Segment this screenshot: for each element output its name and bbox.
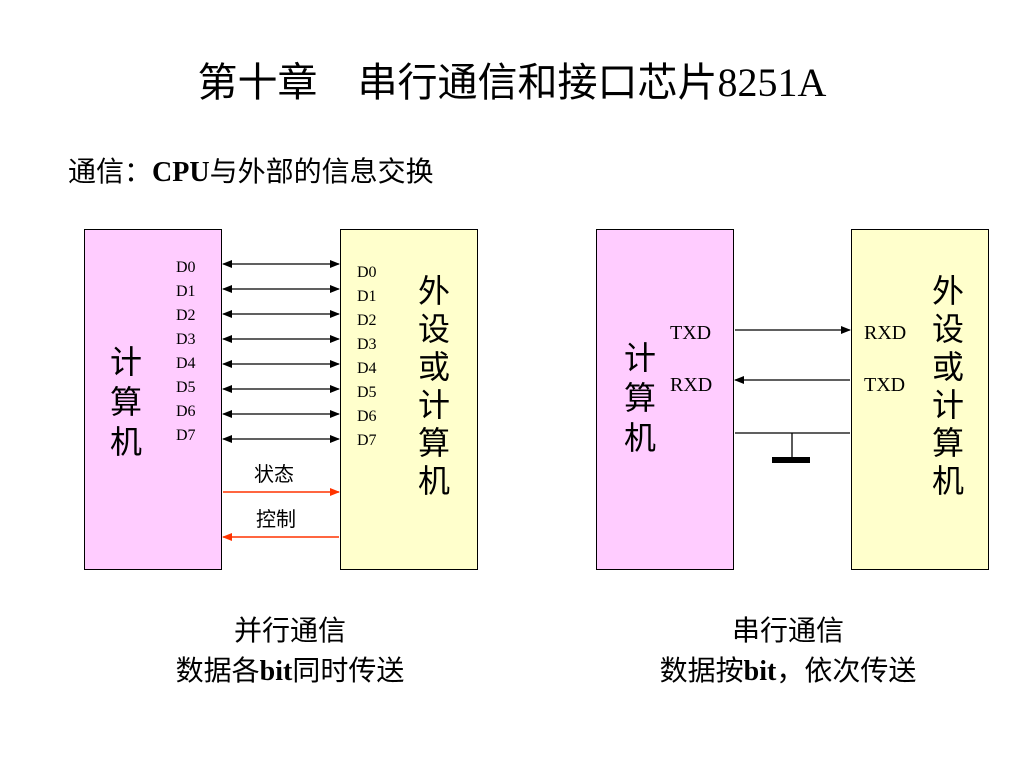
char: 设 — [931, 311, 964, 347]
char: 外 — [417, 273, 450, 309]
char: 算 — [109, 384, 142, 420]
char: 机 — [109, 424, 142, 460]
pin-label: D4 — [176, 355, 196, 372]
char: 机 — [623, 420, 656, 456]
pin-label: D1 — [176, 283, 196, 300]
pin-label: D2 — [176, 307, 196, 324]
char: 设 — [417, 311, 450, 347]
serial-left-rxd: RXD — [670, 374, 713, 396]
char: 算 — [417, 425, 450, 461]
char: 外 — [931, 273, 964, 309]
parallel-right-pins: D0 D1 D2 D3 D4 D5 D6 D7 — [357, 261, 377, 453]
pin-label: D3 — [357, 336, 377, 353]
pin-label: D0 — [357, 264, 377, 281]
serial-computer-box — [596, 229, 734, 570]
serial-right-rxd: RXD — [864, 322, 907, 344]
pin-label: D0 — [176, 259, 196, 276]
pin-label: D4 — [357, 360, 377, 377]
char: 或 — [417, 349, 450, 385]
subtitle-suffix: 与外部的信息交换 — [209, 157, 434, 188]
pin-label: D5 — [176, 379, 196, 396]
serial-right-txd: TXD — [864, 374, 906, 396]
char: 算 — [931, 425, 964, 461]
cap-prefix: 数据按 — [659, 656, 744, 687]
page-title: 第十章 串行通信和接口芯片8251A — [197, 60, 827, 105]
pin-label: D7 — [176, 427, 196, 444]
cap-bold: bit — [743, 656, 777, 687]
serial-computer-label: 计 算 机 — [620, 338, 660, 458]
pin-label: D3 — [176, 331, 196, 348]
cap-suffix: ，依次传送 — [776, 656, 917, 687]
char: 计 — [417, 387, 450, 423]
cap-prefix: 数据各 — [175, 656, 260, 687]
char: 或 — [931, 349, 964, 385]
parallel-caption-line1: 并行通信 — [233, 616, 346, 647]
control-label: 控制 — [256, 509, 296, 531]
subtitle-bold: CPU — [152, 157, 210, 188]
char: 机 — [931, 463, 964, 499]
serial-peripheral-label: 外 设 或 计 算 机 — [928, 272, 968, 500]
parallel-caption-line2: 数据各bit同时传送 — [110, 652, 470, 692]
pin-label: D7 — [357, 432, 377, 449]
serial-peripheral-box — [851, 229, 989, 570]
serial-caption-line1: 串行通信 — [731, 616, 844, 647]
serial-caption-line2: 数据按bit，依次传送 — [608, 652, 968, 692]
cap-bold: bit — [259, 656, 293, 687]
parallel-computer-label: 计 算 机 — [106, 342, 146, 462]
serial-left-txd: TXD — [670, 322, 712, 344]
pin-label: D6 — [176, 403, 196, 420]
pin-label: D6 — [357, 408, 377, 425]
char: 计 — [931, 387, 964, 423]
serial-caption: 串行通信 数据按bit，依次传送 — [608, 612, 968, 692]
char: 计 — [109, 344, 142, 380]
ground-symbol — [772, 457, 810, 463]
char: 机 — [417, 463, 450, 499]
char: 算 — [623, 380, 656, 416]
parallel-computer-box — [84, 229, 222, 570]
char: 计 — [623, 340, 656, 376]
parallel-left-pins: D0 D1 D2 D3 D4 D5 D6 D7 — [176, 256, 196, 448]
parallel-peripheral-box — [340, 229, 478, 570]
pin-label: D2 — [357, 312, 377, 329]
status-label: 状态 — [254, 464, 294, 486]
pin-label: D5 — [357, 384, 377, 401]
subtitle: 通信：CPU与外部的信息交换 — [68, 150, 434, 190]
data-bus-arrows — [222, 260, 340, 443]
parallel-peripheral-label: 外 设 或 计 算 机 — [414, 272, 454, 500]
pin-label: D1 — [357, 288, 377, 305]
cap-suffix: 同时传送 — [292, 656, 405, 687]
subtitle-prefix: 通信： — [68, 157, 153, 188]
parallel-caption: 并行通信 数据各bit同时传送 — [110, 612, 470, 692]
